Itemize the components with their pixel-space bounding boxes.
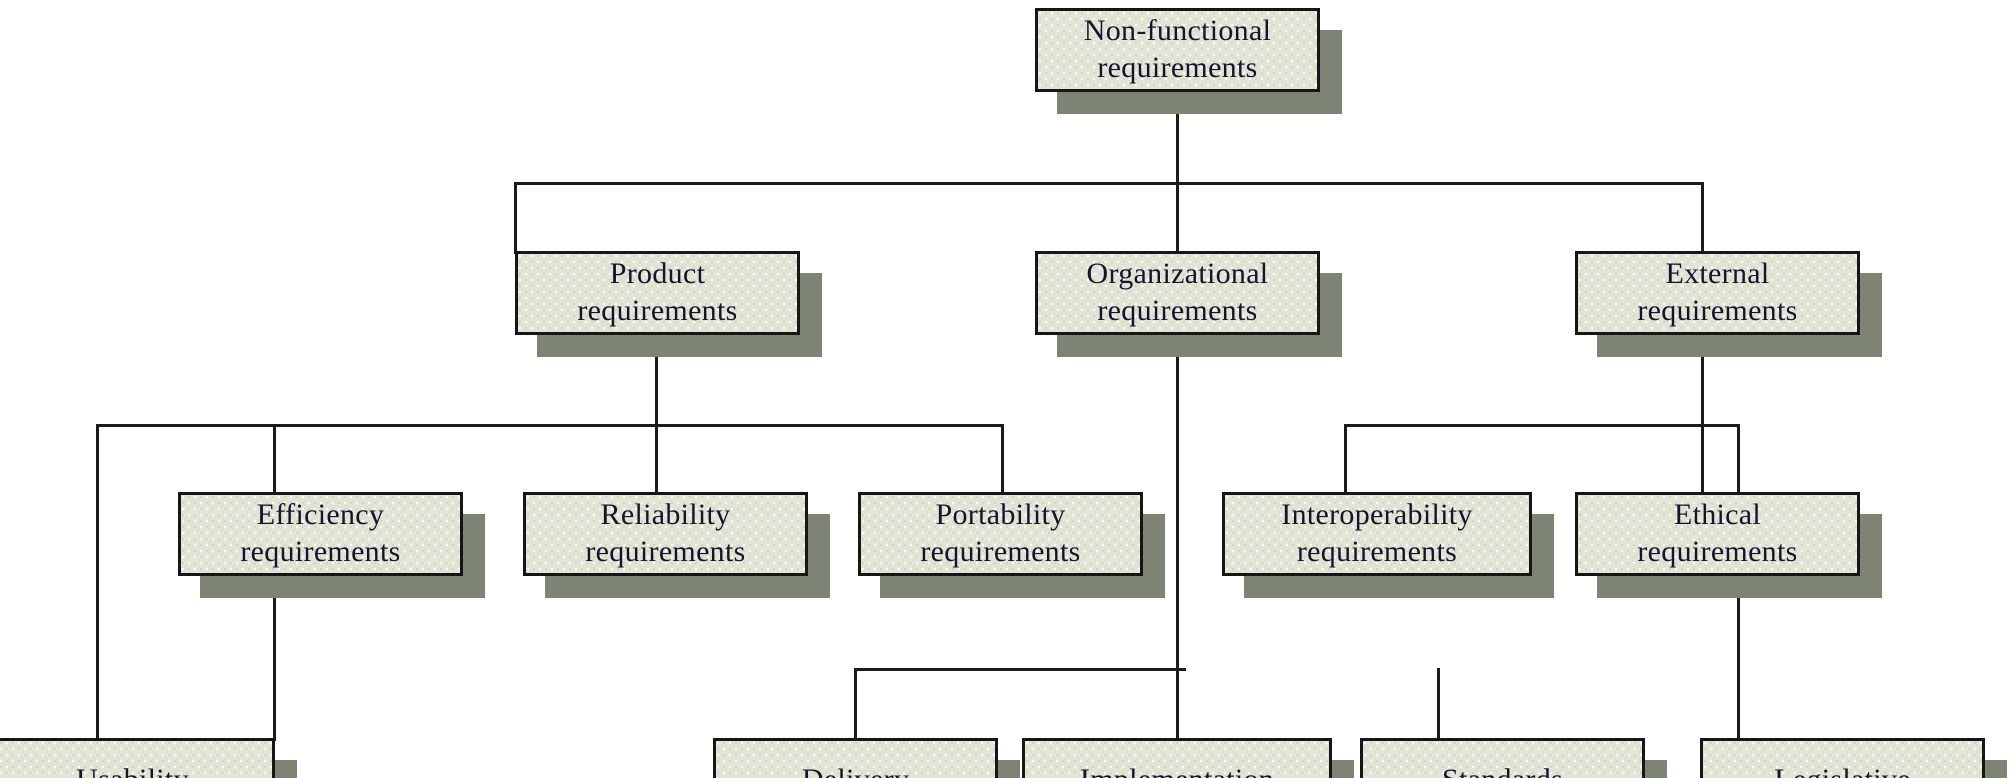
connector-product-bus xyxy=(96,424,1004,427)
node-label-line: Ethical xyxy=(1673,498,1762,532)
connector-product-bus-to-usability xyxy=(96,424,99,741)
node-label-line: requirements xyxy=(585,535,746,568)
node-label-line: requirements xyxy=(1097,51,1258,84)
node-label-line: Organizational xyxy=(1086,257,1269,291)
connector-org-bus-to-standards xyxy=(1437,668,1440,741)
node-label-line: Reliability xyxy=(600,498,731,532)
connector-root-to-level1-trunk xyxy=(1176,92,1179,183)
connector-org-bus-to-implementation xyxy=(1176,668,1179,741)
node-label-line: Usability xyxy=(76,762,189,778)
node-label-line: Interoperability xyxy=(1281,498,1473,532)
connector-product-bus-to-efficiency xyxy=(273,424,276,495)
node-label-line: requirements xyxy=(920,535,1081,568)
node-delivery[interactable]: Delivery xyxy=(713,738,998,778)
node-label-line: Legislative xyxy=(1774,762,1911,778)
connector-bus-to-product xyxy=(514,182,517,254)
node-usability[interactable]: Usability xyxy=(0,738,275,778)
connector-ext-bus-to-interoperability xyxy=(1344,424,1347,495)
node-label-line: requirements xyxy=(1637,294,1798,327)
node-label-line: Product xyxy=(609,257,706,291)
node-label-line: Efficiency xyxy=(256,498,385,532)
connector-external-bus xyxy=(1344,424,1738,427)
node-label-line: Portability xyxy=(935,498,1066,532)
connector-level1-bus xyxy=(514,182,1704,185)
node-standards[interactable]: Standards xyxy=(1360,738,1645,778)
node-label-line: requirements xyxy=(577,294,738,327)
connector-efficiency-to-usability xyxy=(273,576,276,741)
node-label-line: Standards xyxy=(1442,762,1563,778)
connector-external-trunk xyxy=(1701,335,1704,427)
node-implementation[interactable]: Implementation xyxy=(1022,738,1332,778)
connector-bus-to-organizational xyxy=(1176,182,1179,254)
connector-bus-to-external xyxy=(1701,182,1704,254)
node-label-line: Implementation xyxy=(1080,762,1274,778)
node-label-line: Non-functional xyxy=(1083,14,1272,48)
connector-organizational-bus xyxy=(854,668,1186,671)
node-label-line: requirements xyxy=(1637,535,1798,568)
node-label-line: requirements xyxy=(1296,535,1458,568)
connector-product-trunk xyxy=(655,335,658,427)
node-label-line: requirements xyxy=(240,535,401,568)
node-label-line: External xyxy=(1665,257,1770,291)
connector-product-bus-to-reliability xyxy=(655,424,658,495)
connector-ext-bus-to-ethical xyxy=(1701,424,1704,495)
connector-organizational-trunk xyxy=(1176,335,1179,671)
node-label-line: requirements xyxy=(1097,294,1258,327)
connector-product-bus-to-portability xyxy=(1001,424,1004,495)
connector-org-bus-to-delivery xyxy=(854,668,857,741)
node-legislative[interactable]: Legislative xyxy=(1700,738,1985,778)
node-label-line: Delivery xyxy=(802,762,909,778)
